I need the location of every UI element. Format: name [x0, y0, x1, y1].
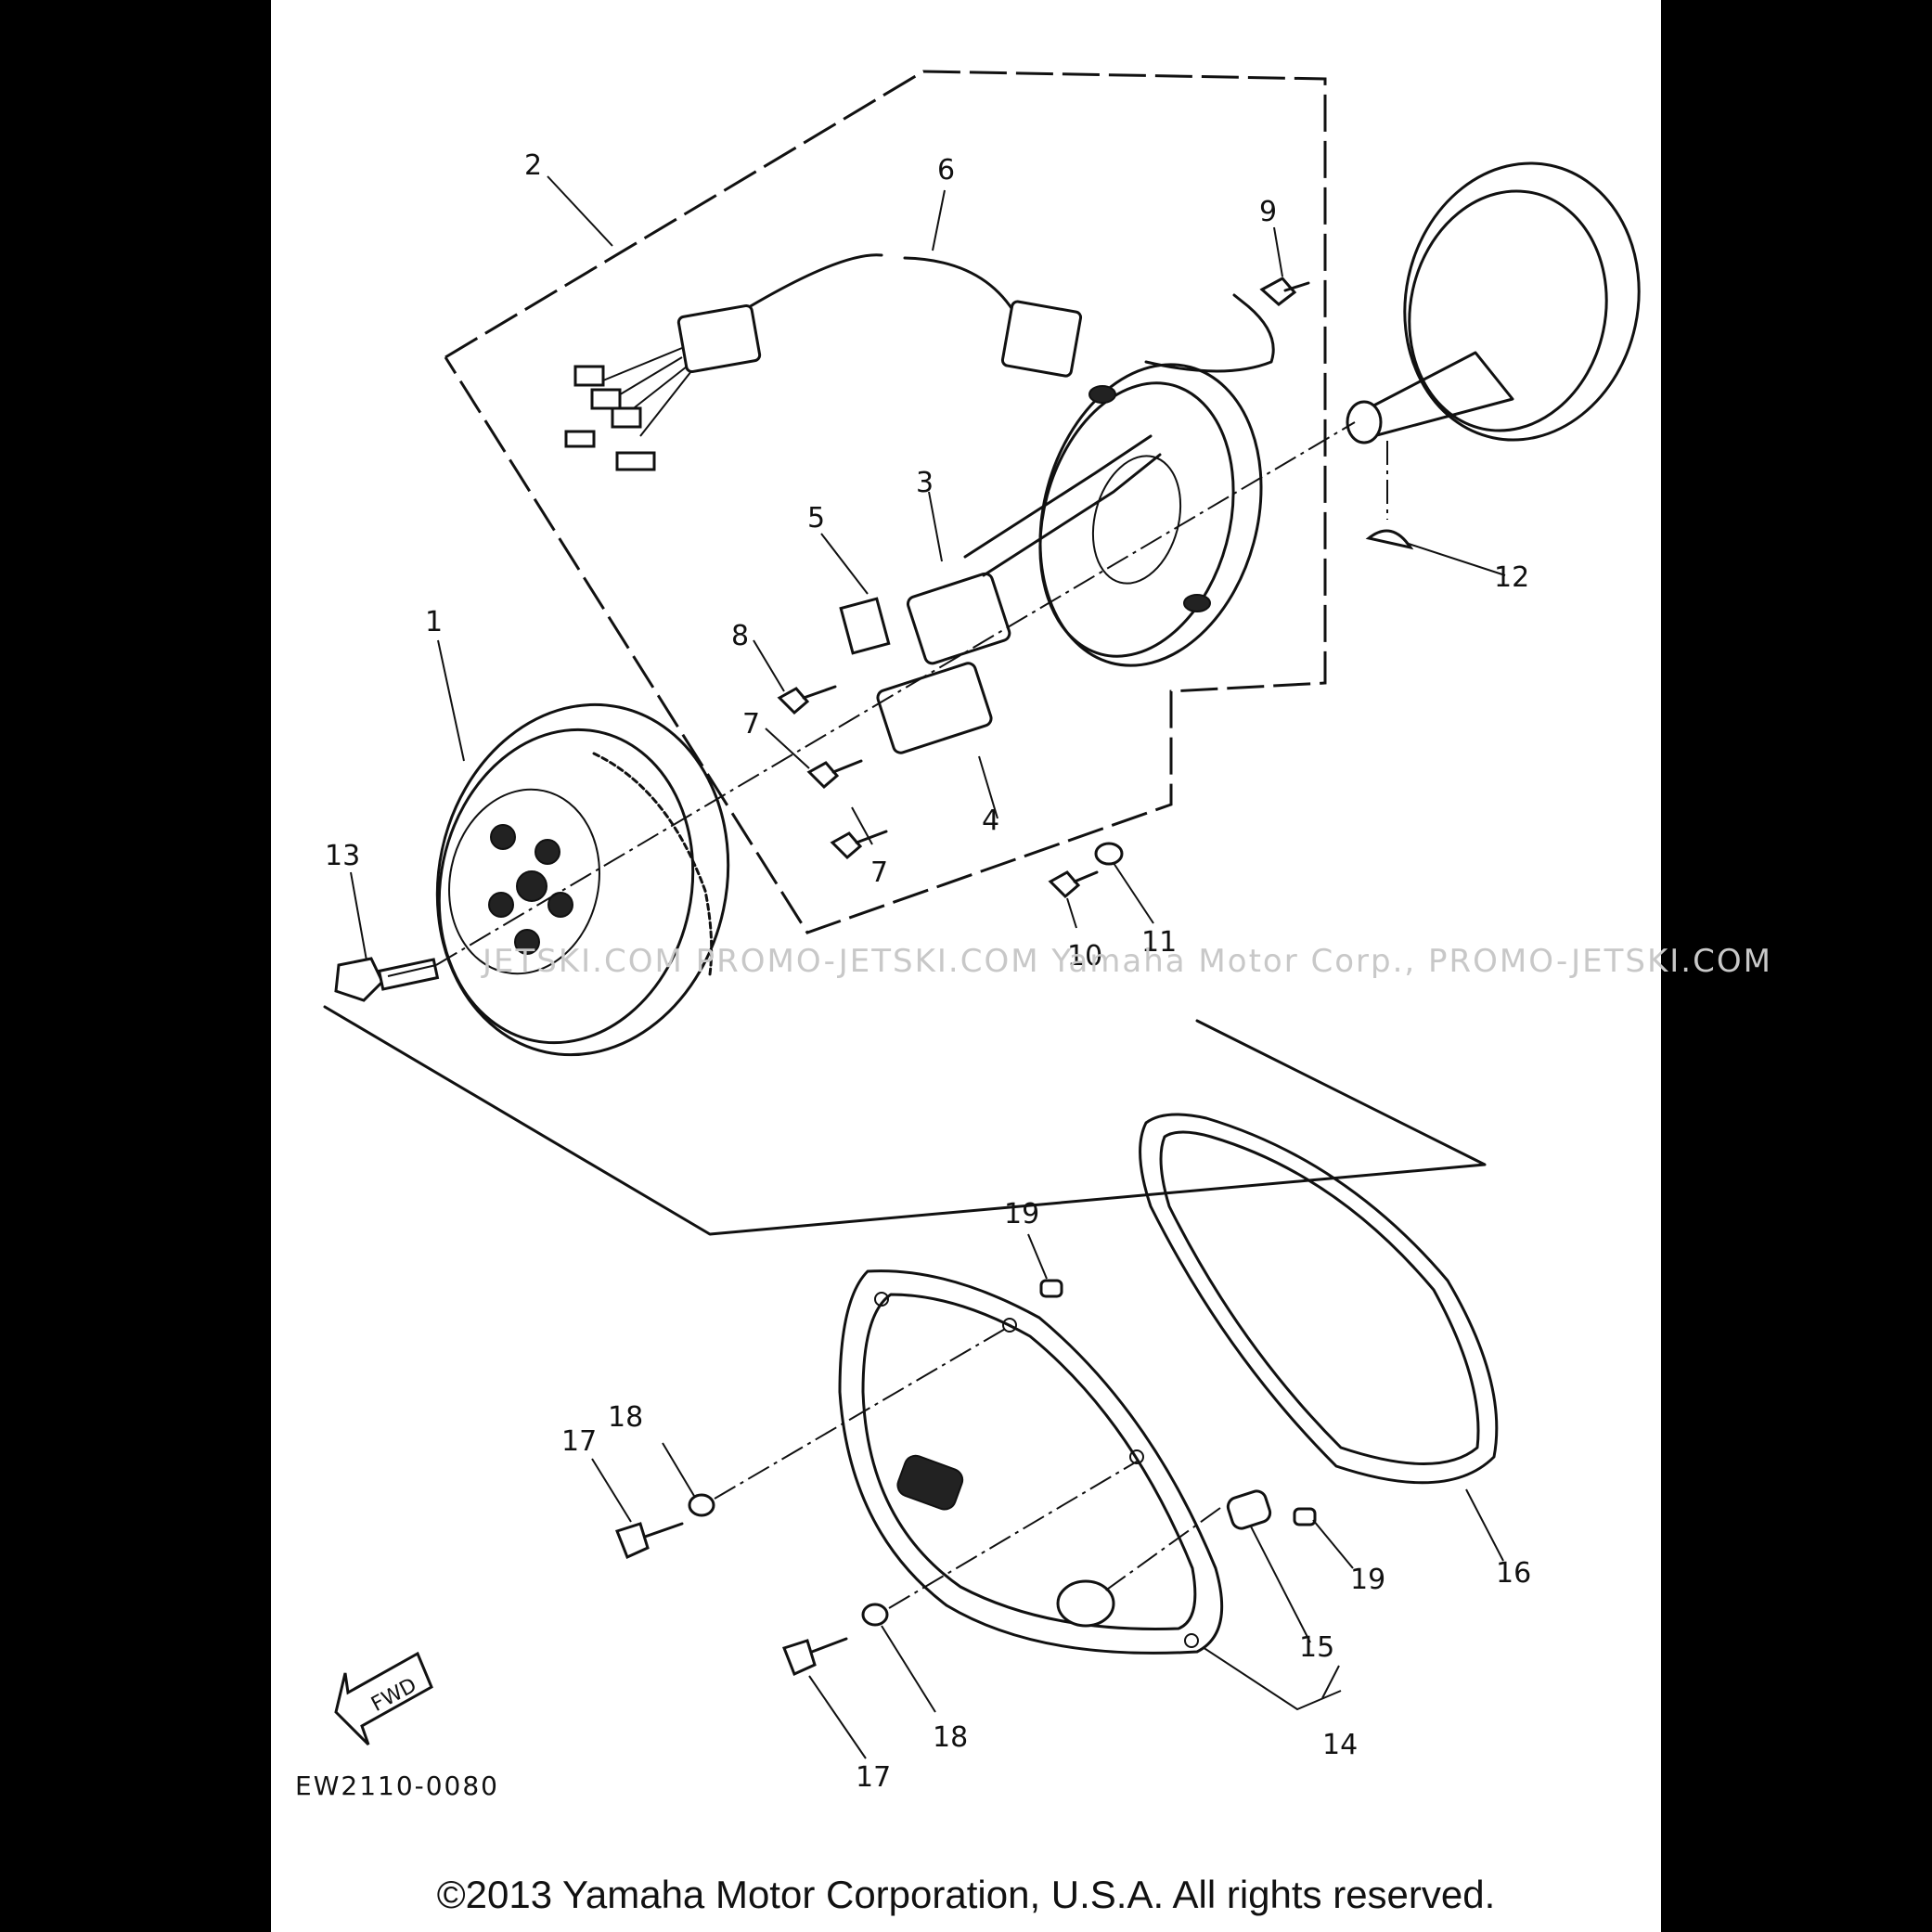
callout-8: 8 — [731, 620, 749, 652]
callout-9: 9 — [1259, 196, 1277, 228]
centre-axis — [435, 421, 1356, 966]
leader-lines — [350, 175, 1506, 1759]
flywheel-rotor — [435, 702, 730, 1057]
flywheel-bolt — [334, 957, 440, 1002]
callout-11: 11 — [1141, 926, 1177, 959]
copyright-notice: ©2013 Yamaha Motor Corporation, U.S.A. A… — [436, 1873, 1496, 1916]
callout-18b: 18 — [933, 1721, 968, 1754]
plug-upper — [1039, 1279, 1063, 1298]
cover-group-boundary — [323, 1005, 1487, 1236]
watermark: JETSKI.COM PROMO-JETSKI.COM Yamaha Motor… — [483, 943, 1772, 980]
cover-gasket-inner — [1159, 1130, 1480, 1465]
callout-13: 13 — [325, 840, 360, 872]
callout-19a: 19 — [1004, 1198, 1039, 1230]
callout-4: 4 — [982, 805, 999, 837]
callout-1: 1 — [425, 606, 443, 638]
woodruff-key — [1365, 529, 1414, 550]
callout-7b: 7 — [870, 857, 888, 889]
stator-group-boundary — [444, 70, 1327, 934]
stator-screws — [777, 685, 888, 860]
callout-5: 5 — [807, 502, 825, 535]
callout-16: 16 — [1496, 1557, 1531, 1590]
callout-18a: 18 — [608, 1401, 643, 1434]
drawing-code: EW2110-0080 — [295, 1771, 499, 1801]
forward-direction-arrow: FWD — [334, 1651, 433, 1746]
callout-17a: 17 — [561, 1425, 597, 1458]
screw-and-washer — [1048, 842, 1124, 899]
dowel-pin — [1226, 1489, 1272, 1530]
callout-10: 10 — [1067, 940, 1102, 972]
cover-gasket — [1139, 1113, 1499, 1485]
callout-2: 2 — [524, 149, 542, 182]
callout-15: 15 — [1299, 1631, 1334, 1664]
stator-assembly — [839, 434, 1162, 754]
callout-14: 14 — [1322, 1729, 1358, 1761]
crankcase-cover — [838, 1269, 1224, 1655]
wire-harness — [564, 253, 1275, 471]
callout-6: 6 — [937, 154, 955, 187]
ground-screw — [1259, 277, 1310, 306]
stator-base-plate — [1038, 363, 1263, 667]
starter-cone-housing — [1346, 161, 1641, 444]
callout-3: 3 — [916, 467, 934, 499]
callout-17b: 17 — [856, 1761, 891, 1794]
callout-19b: 19 — [1350, 1564, 1385, 1596]
callout-7a: 7 — [742, 708, 760, 741]
cover-bolts — [615, 1324, 1221, 1677]
plug-lower — [1293, 1507, 1317, 1526]
callout-12: 12 — [1494, 561, 1529, 594]
